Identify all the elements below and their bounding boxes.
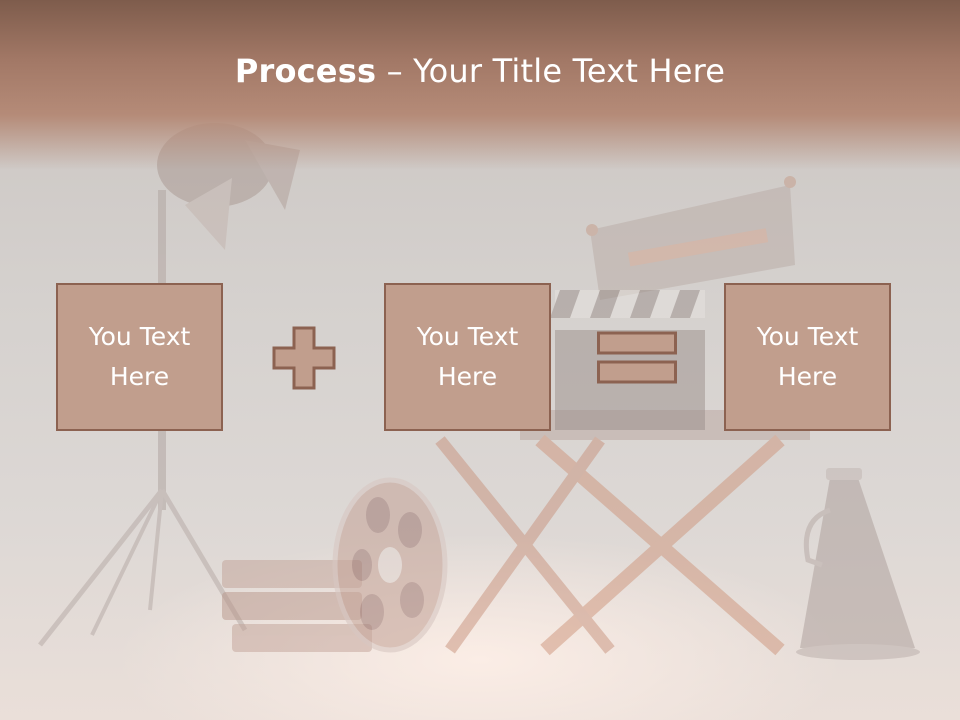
plus-icon	[272, 326, 336, 390]
megaphone-icon	[796, 468, 920, 660]
title-rest: – Your Title Text Here	[376, 52, 726, 90]
film-cans-icon	[222, 560, 372, 652]
film-reel-icon	[332, 477, 448, 653]
title-band	[0, 0, 960, 170]
title-bold: Process	[234, 52, 377, 90]
text-box-2[interactable]: You Text Here	[384, 283, 551, 431]
text-box-1[interactable]: You Text Here	[56, 283, 223, 431]
text-box-3[interactable]: You Text Here	[724, 283, 891, 431]
equals-icon	[597, 331, 677, 384]
slide-title: Process – Your Title Text Here	[0, 52, 960, 90]
